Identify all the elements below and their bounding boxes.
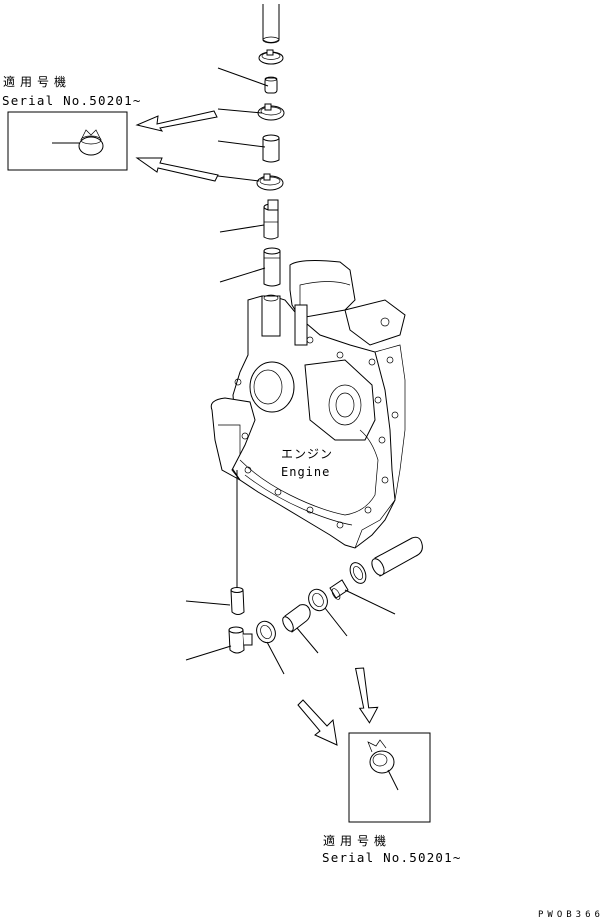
drain-elbow-2[interactable]: [228, 626, 253, 654]
engine-gear-case: [210, 260, 406, 549]
lower-pipe[interactable]: [263, 247, 281, 287]
pointer-arrows-bottom: [297, 667, 379, 746]
short-hose[interactable]: [262, 134, 280, 163]
hose-clamp-2[interactable]: [257, 103, 285, 121]
leader-lines-top: [217, 67, 269, 283]
detail-clamp-bottom: [367, 739, 399, 791]
lower-short-hose[interactable]: [281, 604, 311, 633]
detail-box-bottom: [348, 732, 431, 823]
lower-diagonal-hose[interactable]: [369, 536, 423, 577]
engine-label-en: Engine: [281, 465, 330, 479]
applicable-jp-label-bottom: 適用号機: [323, 833, 391, 848]
plug[interactable]: [264, 76, 278, 94]
lower-elbow[interactable]: [329, 579, 349, 601]
lower-hose-clamp-a[interactable]: [347, 560, 369, 586]
lower-hose-clamp-b[interactable]: [305, 586, 331, 614]
connector-pipe[interactable]: [263, 199, 279, 240]
hose-clamp-3[interactable]: [256, 173, 284, 191]
serial-label-bottom: Serial No.50201~: [322, 850, 462, 865]
lower-hose-group: [228, 470, 423, 654]
top-left-serial-note: 適用号機 Serial No.50201~: [2, 74, 142, 171]
leader-lines-bottom: [185, 589, 396, 675]
drawing-code: PWOB366: [538, 910, 604, 920]
bottom-right-serial-note: 適用号機 Serial No.50201~: [322, 732, 462, 865]
detail-box-top: [7, 111, 128, 171]
serial-label: Serial No.50201~: [2, 93, 142, 108]
bolts: [234, 336, 399, 529]
top-hose-stack: [256, 4, 285, 287]
detail-clamp-top: [52, 129, 104, 156]
pointer-arrows-top: [135, 110, 219, 182]
engine-label: エンジン Engine: [278, 446, 334, 482]
drain-elbow-1[interactable]: [230, 587, 245, 615]
lower-hose-clamp-c[interactable]: [253, 618, 279, 646]
applicable-jp-label: 適用号機: [3, 74, 71, 89]
hose-clamp-1[interactable]: [258, 49, 284, 65]
engine-label-jp: エンジン: [281, 447, 333, 461]
